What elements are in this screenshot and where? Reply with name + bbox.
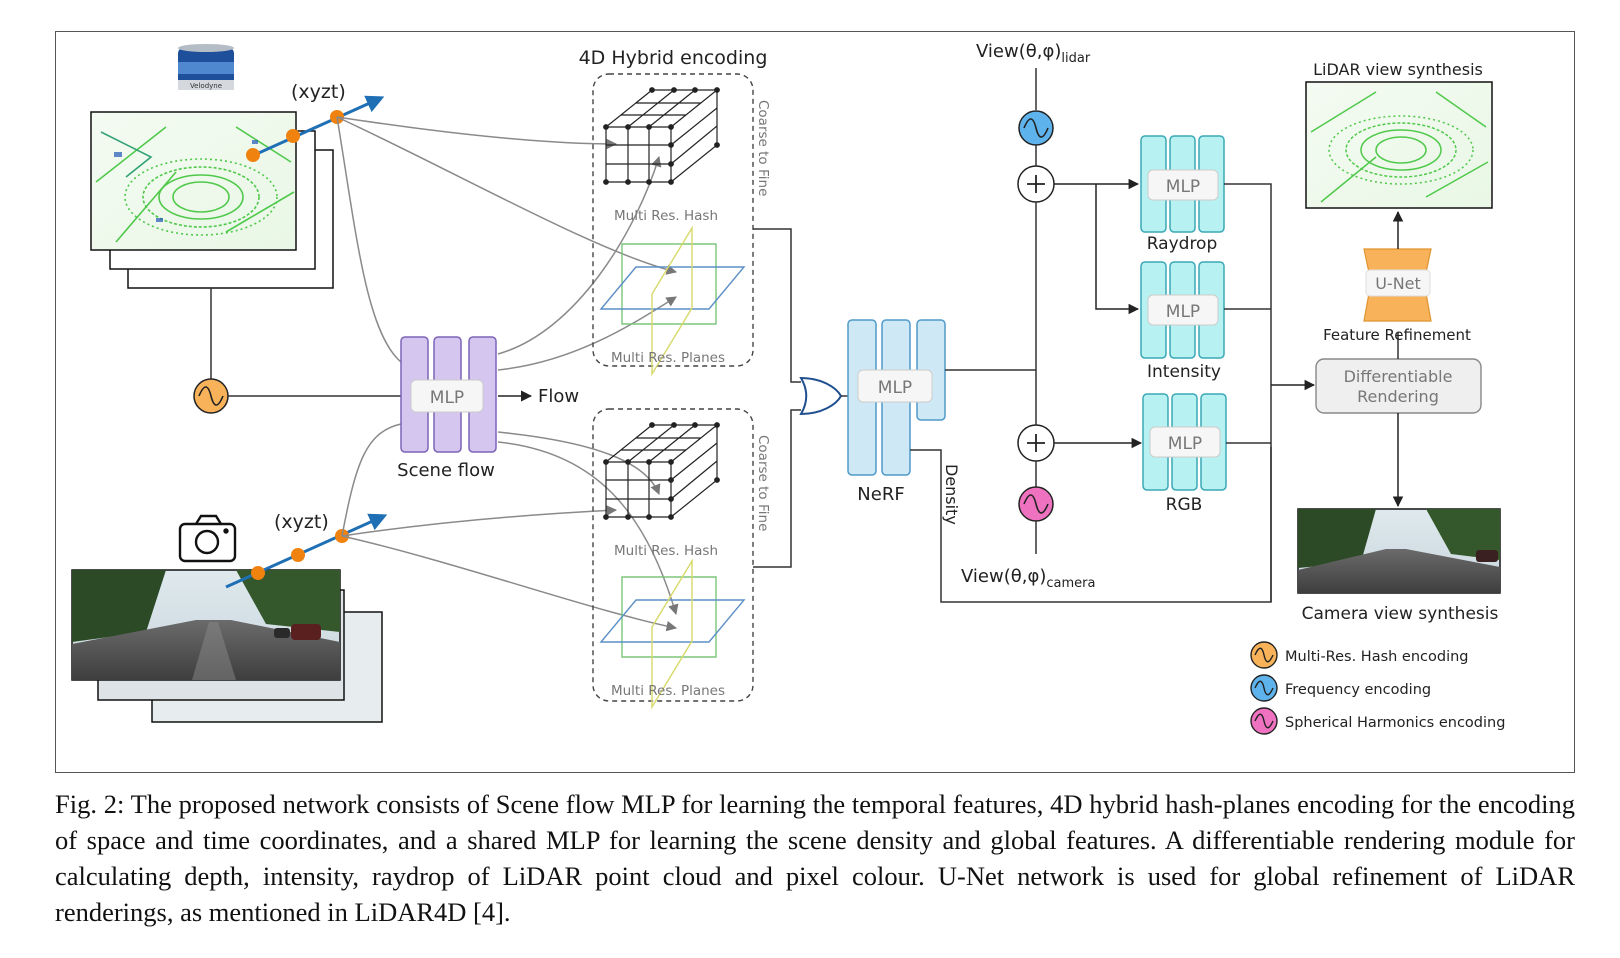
intensity-mlp: MLP Intensity — [1140, 261, 1225, 382]
raydrop-label: Raydrop — [1147, 234, 1218, 254]
rgb-label: RGB — [1166, 495, 1203, 515]
spherical-harmonics-encoding-icon — [1018, 486, 1054, 522]
multi-res-hash-bottom-label: Multi Res. Hash — [614, 543, 718, 559]
camera-ray-axis: (xyzt) — [225, 511, 388, 589]
multi-res-planes-top-label: Multi Res. Planes — [611, 350, 725, 366]
differentiable-rendering-block: Differentiable Rendering — [1315, 358, 1482, 414]
raydrop-mlp-label: MLP — [1166, 177, 1200, 197]
intensity-label: Intensity — [1147, 362, 1221, 382]
coarse-to-fine-bottom-label: Coarse to Fine — [755, 435, 771, 531]
flow-label: Flow — [538, 386, 579, 407]
legend-item-frequency: Frequency encoding — [1250, 674, 1431, 702]
view-lidar-label: View(θ,φ)lidar — [976, 41, 1091, 66]
feature-refinement-label: Feature Refinement — [1323, 326, 1471, 344]
velodyne-label: Velodyne — [190, 82, 222, 90]
hybrid-encoding-top: Multi Res. Hash Multi Res. Planes Coarse… — [592, 73, 771, 377]
raydrop-mlp: MLP Raydrop — [1140, 135, 1225, 254]
multi-res-planes-bottom-label: Multi Res. Planes — [611, 683, 725, 699]
camera-image-stack — [71, 569, 383, 723]
scene-flow-label: Scene flow — [397, 460, 495, 481]
figure-caption: Fig. 2: The proposed network consists of… — [55, 789, 1575, 927]
xyzt-lidar-label: (xyzt) — [291, 81, 346, 103]
legend-item-spherical: Spherical Harmonics encoding — [1250, 707, 1505, 735]
unet-label: U-Net — [1375, 274, 1421, 293]
concat-gate-icon — [799, 376, 843, 416]
nerf-mlp: MLP NeRF — [847, 319, 946, 505]
architecture-figure: Velodyne (xyzt) (xyzt) — [55, 31, 1575, 773]
add-node-lidar-icon — [1017, 165, 1055, 203]
add-node-camera-icon — [1017, 424, 1055, 462]
diff-rendering-line1: Differentiable — [1344, 367, 1453, 386]
nerf-mlp-label: MLP — [878, 378, 912, 398]
nerf-label: NeRF — [857, 484, 904, 505]
view-camera-label: View(θ,φ)camera — [961, 566, 1095, 591]
legend-item-hash: Multi-Res. Hash encoding — [1250, 641, 1469, 669]
intensity-mlp-label: MLP — [1166, 302, 1200, 322]
scene-flow-mlp: MLP Scene flow — [397, 336, 497, 481]
velodyne-lidar-icon: Velodyne — [178, 44, 234, 90]
legend-label-hash: Multi-Res. Hash encoding — [1285, 649, 1469, 665]
hash-encoding-icon — [193, 378, 229, 414]
lidar-synthesis-label: LiDAR view synthesis — [1313, 60, 1483, 79]
lidar-synthesis-image — [1305, 81, 1493, 209]
coarse-to-fine-top-label: Coarse to Fine — [755, 100, 771, 196]
density-label: Density — [942, 464, 961, 525]
xyzt-camera-label: (xyzt) — [274, 511, 329, 533]
camera-synthesis-label: Camera view synthesis — [1302, 604, 1499, 624]
multi-res-hash-top-label: Multi Res. Hash — [614, 208, 718, 224]
hybrid-encoding-bottom: Multi Res. Hash Multi Res. Planes Coarse… — [592, 408, 771, 710]
camera-synthesis-image — [1297, 508, 1501, 594]
legend-label-spherical: Spherical Harmonics encoding — [1285, 715, 1505, 731]
legend: Multi-Res. Hash encoding Frequency encod… — [1250, 641, 1505, 735]
frequency-encoding-icon — [1018, 110, 1054, 146]
rgb-mlp-label: MLP — [1168, 434, 1202, 454]
diff-rendering-line2: Rendering — [1357, 387, 1439, 406]
unet-block: U-Net — [1363, 248, 1432, 322]
scene-flow-mlp-label: MLP — [430, 388, 464, 408]
lidar-ray-axis: (xyzt) — [246, 81, 385, 162]
legend-label-frequency: Frequency encoding — [1285, 682, 1431, 698]
hybrid-encoding-title: 4D Hybrid encoding — [579, 47, 768, 69]
rgb-mlp: MLP RGB — [1142, 393, 1227, 515]
lidar-point-cloud-stack — [90, 111, 334, 289]
camera-icon — [178, 514, 237, 563]
